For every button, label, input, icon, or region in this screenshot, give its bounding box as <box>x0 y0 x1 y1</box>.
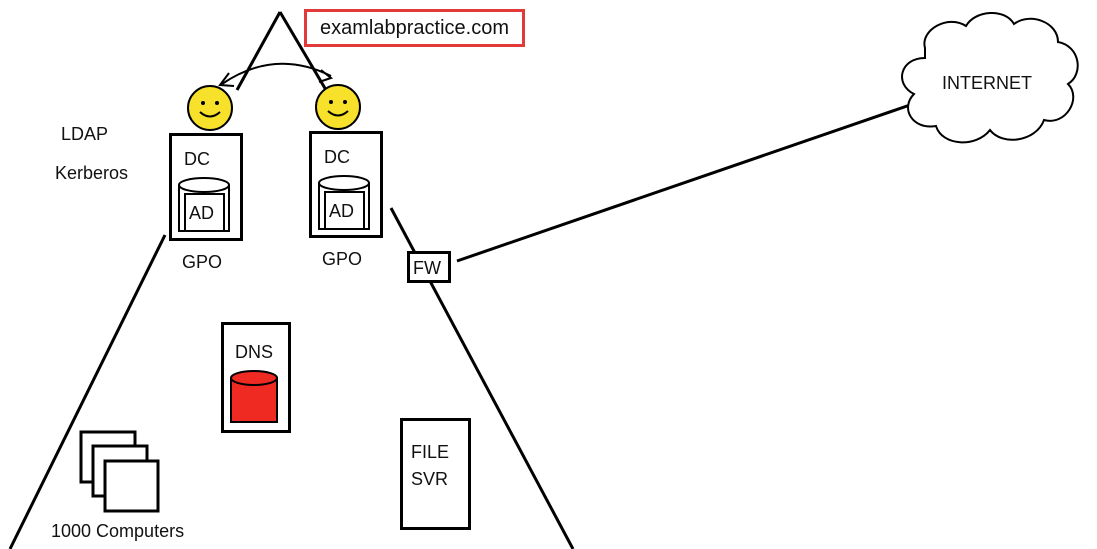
file-server-label-line2: SVR <box>411 469 449 489</box>
gpo-label: GPO <box>322 249 363 269</box>
computers-label: 1000 Computers <box>51 521 185 541</box>
watermark-label: examlabpractice.com <box>304 9 525 47</box>
domain-boundary-left <box>8 234 167 549</box>
dc-label: DC <box>184 149 210 169</box>
domain-controller-2 <box>309 131 383 238</box>
trust-apex-left <box>235 11 282 91</box>
dc-label: DC <box>324 147 350 167</box>
ad-label: AD <box>189 203 215 223</box>
replication-arrowhead-right <box>318 69 334 83</box>
computers-stack-icon <box>79 430 160 513</box>
replication-arrowhead-left <box>218 72 235 87</box>
ldap-label: LDAP <box>61 124 109 144</box>
admin-smiley-icon <box>315 84 361 130</box>
kerberos-label: Kerberos <box>55 163 129 183</box>
ad-database-icon <box>178 177 230 232</box>
ad-database-icon <box>318 175 370 230</box>
internet-cloud-icon <box>901 11 1079 144</box>
internet-link <box>456 103 911 263</box>
dns-server <box>221 322 291 433</box>
domain-controller-1 <box>169 133 243 241</box>
file-server-label-line1: FILE <box>411 442 450 462</box>
dns-database-icon <box>230 370 278 423</box>
firewall <box>407 251 451 283</box>
firewall-label: FW <box>413 258 441 278</box>
admin-smiley-icon <box>187 85 233 131</box>
dns-label: DNS <box>235 342 274 362</box>
internet-label: INTERNET <box>942 73 1032 93</box>
trust-apex-right <box>278 11 328 91</box>
ad-label: AD <box>329 201 355 221</box>
gpo-label: GPO <box>182 252 223 272</box>
file-server <box>400 418 471 530</box>
replication-arrow <box>221 62 332 85</box>
